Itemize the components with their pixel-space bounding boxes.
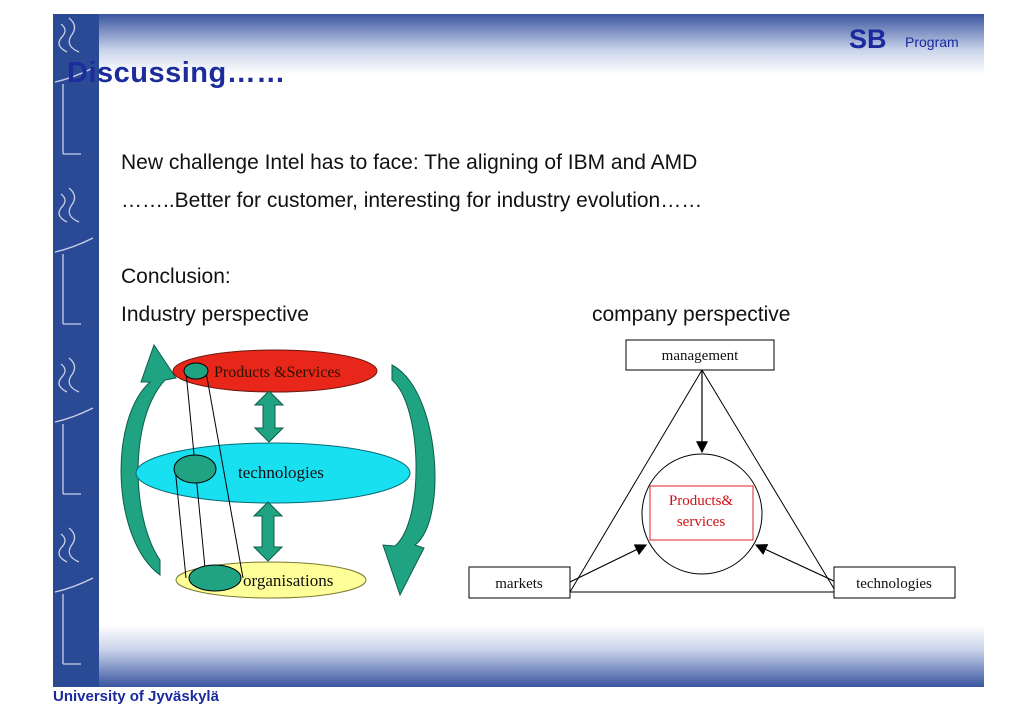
technologies-marker [173,454,217,484]
technologies-label: technologies [238,463,324,482]
industry-perspective-heading: Industry perspective [121,303,309,326]
markets-box [468,566,571,599]
university-footer: University of Jyväskylä [53,688,219,705]
body-line-2: ……..Better for customer, interesting for… [121,189,703,212]
logo-program: Program [905,34,959,50]
header-gradient [99,14,984,74]
products-services-label: Products &Services [214,364,341,381]
double-arrow-top [253,390,285,443]
left-decorative-band [53,14,99,687]
organisations-label: organisations [243,571,333,590]
technologies-box-label: technologies [856,576,932,592]
logo-sb: SB [849,24,887,54]
double-arrow-bottom [252,501,284,562]
technologies-box [833,566,956,599]
management-box [625,339,775,371]
company-perspective-heading: company perspective [592,303,791,326]
markets-label: markets [495,576,543,592]
footer-gradient [99,625,984,687]
products-marker [183,362,209,380]
products-services-line1: Products& [669,493,734,509]
university-emblem-pattern-icon [54,17,94,665]
right-curved-arrow [382,364,436,597]
products-services-box [649,485,754,541]
slide-title: Discussing…… [67,57,286,89]
body-line-1: New challenge Intel has to face: The ali… [121,151,698,174]
management-label: management [662,348,739,364]
conclusion-label: Conclusion: [121,265,231,288]
products-services-ellipse [172,349,378,393]
organisations-marker [188,564,242,592]
products-services-line2: services [677,514,725,530]
left-curved-arrow [120,343,177,576]
